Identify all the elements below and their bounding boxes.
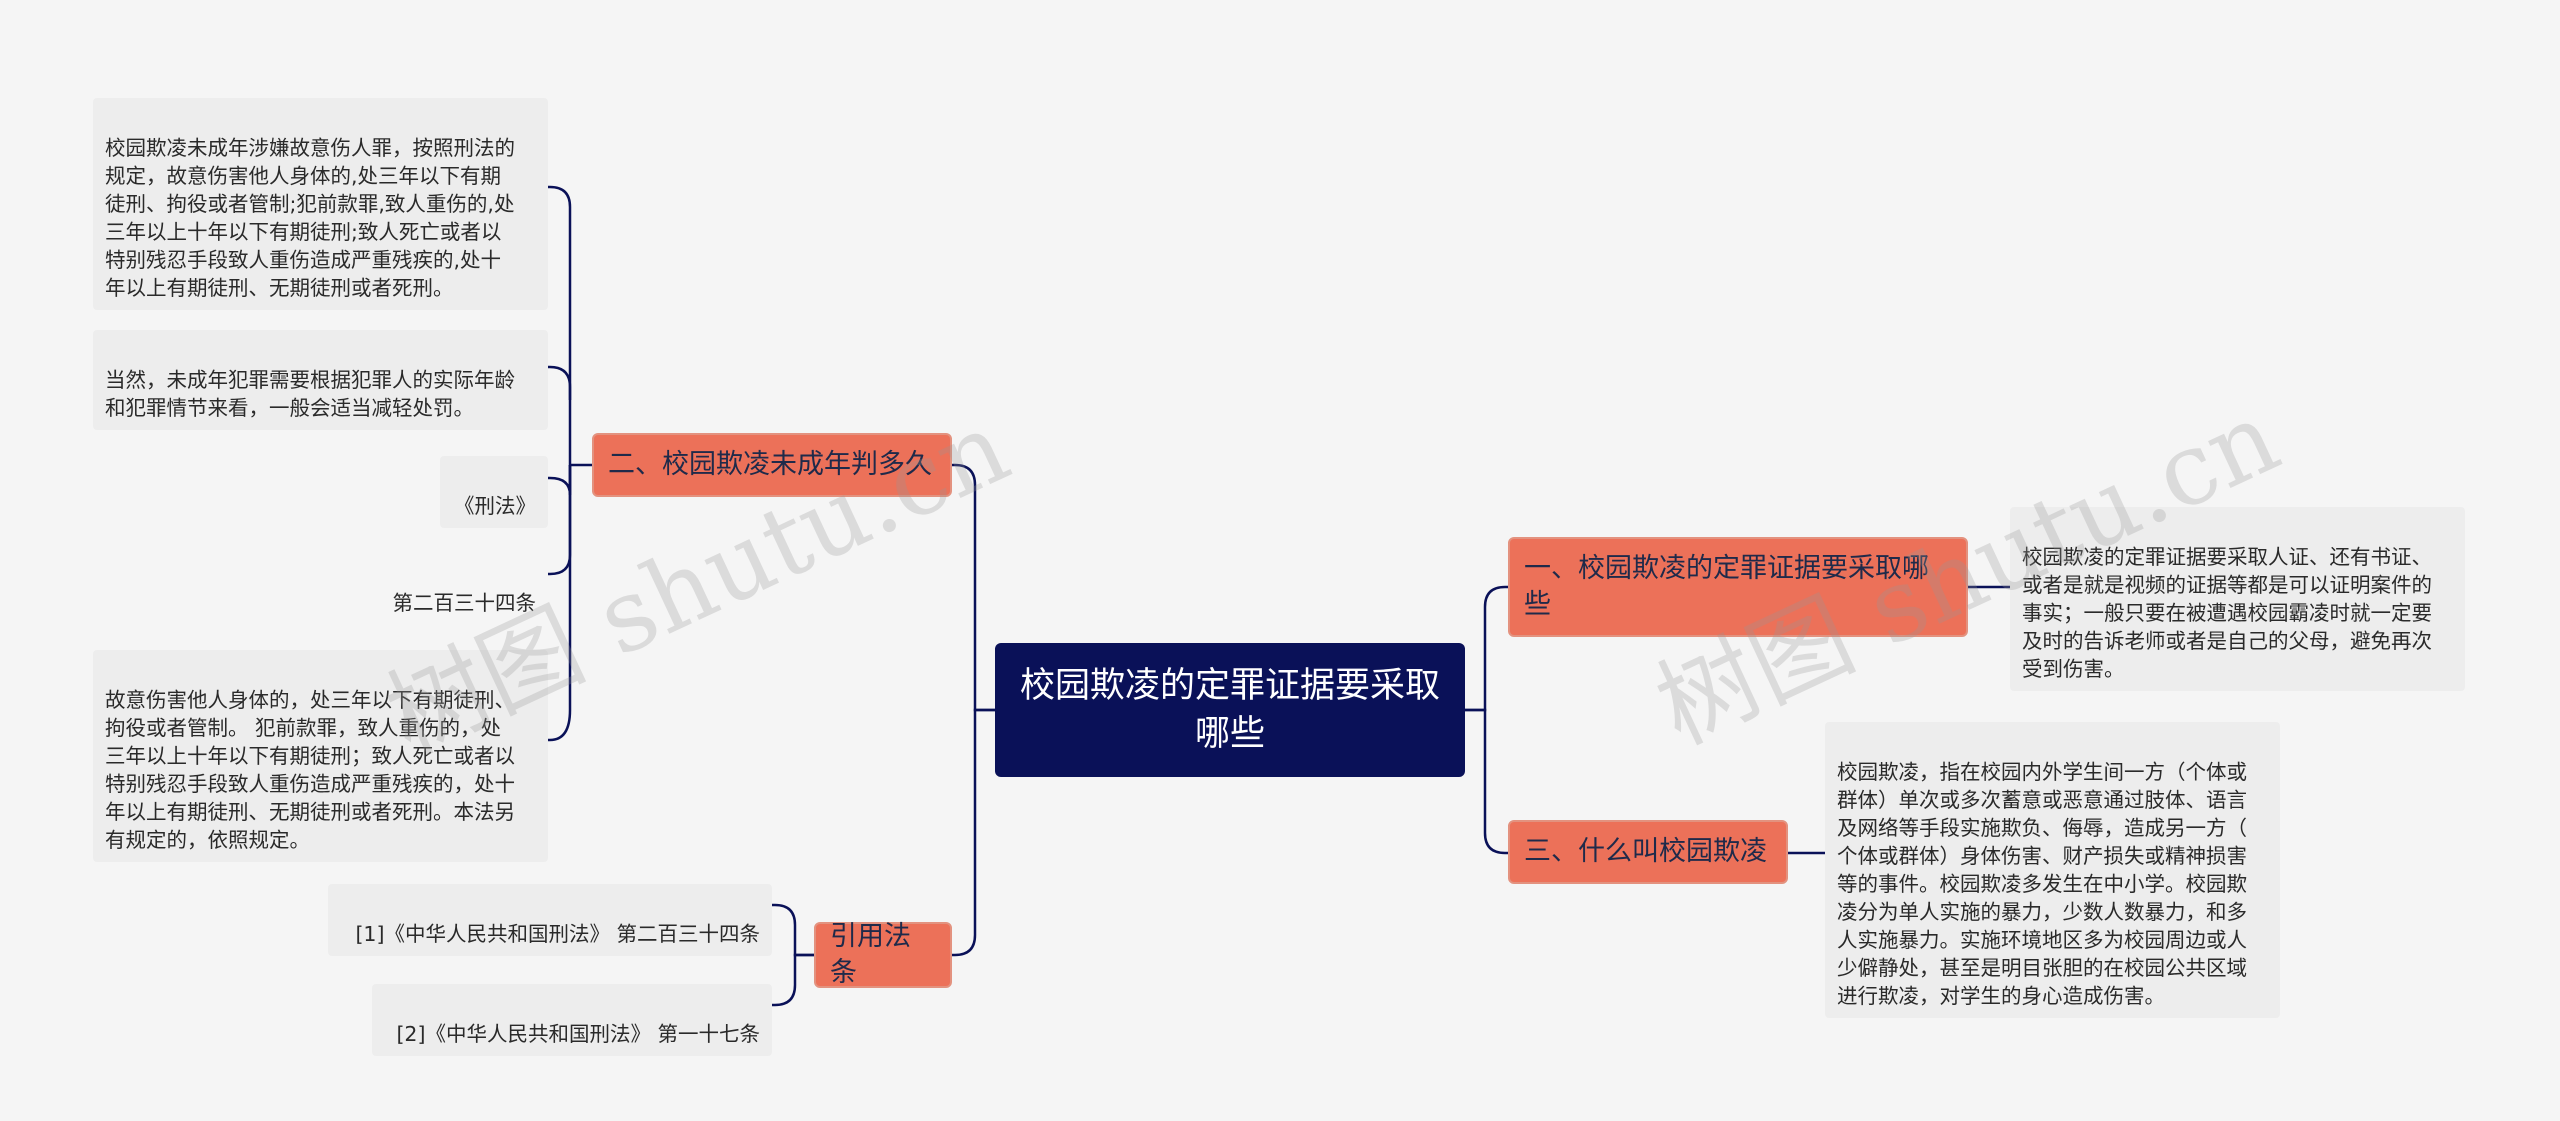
branch-citations-label: 引用法条 (830, 921, 911, 988)
leaf-sentence-law-text: 校园欺凌未成年涉嫌故意伤人罪，按照刑法的 规定，故意伤害他人身体的,处三年以下有… (105, 136, 515, 300)
link-root-b4 (952, 708, 995, 957)
branch-definition[interactable]: 三、什么叫校园欺凌 (1508, 820, 1788, 884)
link-root-b3 (1465, 708, 1508, 855)
link-b2-l4 (548, 465, 572, 496)
leaf-article-234-text-block: 故意伤害他人身体的，处三年以下有期徒刑、 拘役或者管制。 犯前款罪，致人重伤的，… (93, 650, 548, 862)
leaf-criminal-law: 《刑法》 (440, 456, 548, 528)
leaf-citation-1-text: [1]《中华人民共和国刑法》 第二百三十四条 (355, 922, 760, 946)
link-root-b2 (952, 463, 995, 712)
leaf-article-234-content: 故意伤害他人身体的，处三年以下有期徒刑、 拘役或者管制。 犯前款罪，致人重伤的，… (105, 688, 515, 852)
leaf-citation-1: [1]《中华人民共和国刑法》 第二百三十四条 (328, 884, 772, 956)
leaf-sentence-law: 校园欺凌未成年涉嫌故意伤人罪，按照刑法的 规定，故意伤害他人身体的,处三年以下有… (93, 98, 548, 310)
branch-evidence-label: 一、校园欺凌的定罪证据要采取哪些 (1524, 553, 1929, 620)
leaf-definition-detail: 校园欺凌，指在校园内外学生间一方（个体或 群体）单次或多次蓄意或恶意通过肢体、语… (1825, 722, 2280, 1018)
leaf-sentence-mitigation-text: 当然，未成年犯罪需要根据犯罪人的实际年龄 和犯罪情节来看，一般会适当减轻处罚。 (105, 368, 515, 420)
branch-sentence-label: 二、校园欺凌未成年判多久 (608, 449, 932, 480)
leaf-evidence-detail-text: 校园欺凌的定罪证据要采取人证、还有书证、 或者是就是视频的证据等都是可以证明案件… (2022, 545, 2432, 681)
link-b4-l9 (772, 953, 814, 1007)
link-b2-l6 (548, 465, 572, 742)
leaf-criminal-law-text: 《刑法》 (454, 494, 536, 518)
leaf-sentence-mitigation: 当然，未成年犯罪需要根据犯罪人的实际年龄 和犯罪情节来看，一般会适当减轻处罚。 (93, 330, 548, 430)
link-root-b1 (1465, 585, 1508, 712)
link-b2-l5 (548, 465, 572, 576)
branch-citations[interactable]: 引用法条 (814, 921, 952, 988)
leaf-article-234: 第二百三十四条 (370, 553, 548, 625)
branch-evidence[interactable]: 一、校园欺凌的定罪证据要采取哪些 (1508, 537, 1968, 637)
link-b2-l3 (548, 365, 572, 400)
root-topic[interactable]: 校园欺凌的定罪证据要采取哪些 (995, 643, 1465, 777)
leaf-citation-2-text: [2]《中华人民共和国刑法》 第一十七条 (396, 1022, 760, 1046)
branch-sentence[interactable]: 二、校园欺凌未成年判多久 (592, 433, 952, 497)
leaf-article-234-text: 第二百三十四条 (392, 591, 537, 615)
branch-definition-label: 三、什么叫校园欺凌 (1524, 836, 1767, 867)
root-topic-label: 校园欺凌的定罪证据要采取哪些 (1019, 666, 1440, 754)
leaf-evidence-detail: 校园欺凌的定罪证据要采取人证、还有书证、 或者是就是视频的证据等都是可以证明案件… (2010, 507, 2465, 691)
link-b4-l8 (772, 903, 814, 957)
leaf-citation-2: [2]《中华人民共和国刑法》 第一十七条 (372, 984, 772, 1056)
leaf-definition-detail-text: 校园欺凌，指在校园内外学生间一方（个体或 群体）单次或多次蓄意或恶意通过肢体、语… (1837, 760, 2247, 1008)
link-b2-leaves-spine (548, 185, 592, 467)
